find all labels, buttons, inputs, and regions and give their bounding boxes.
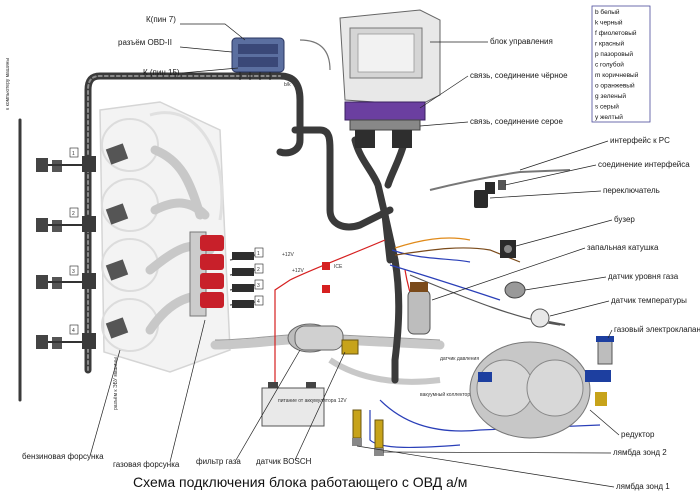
fuse-text-2: +12V: [292, 268, 304, 274]
gas-injector-rail: 1 2 3 4: [189, 231, 264, 317]
diagram-title: Схема подключения блока работающего с ОВ…: [133, 474, 467, 490]
temp-sensor: [530, 308, 566, 328]
interface-cable: [429, 169, 571, 194]
legend-item-2: f фиолетовый: [595, 29, 637, 37]
label-obd-connector: разъём OBD-II: [118, 38, 172, 47]
petrol-injector-connectors: [36, 143, 129, 349]
to-pc-side-label: к компьютеру машины: [5, 58, 11, 110]
legend-item-8: g зеленый: [595, 92, 626, 100]
battery-text: питание от аккумулятора 12V: [278, 398, 347, 404]
gas-level-sensor: [504, 281, 526, 299]
label-conn-gray: связь, соединение серое: [470, 117, 563, 126]
legend-item-1: k черный: [595, 19, 623, 27]
label-lambda2: лямбда зонд 2: [613, 448, 667, 457]
to-engine-ecu-label: разъём к ЭБУ машины: [113, 357, 119, 410]
legend-item-0: b белый: [595, 8, 620, 16]
fuse-text-1: +12V: [282, 252, 294, 258]
control-unit: [339, 9, 441, 148]
rail-tag-4: 4: [257, 299, 260, 305]
label-temp-sensor: датчик температуры: [611, 296, 687, 305]
label-lambda1: лямбда зонд 1: [616, 482, 670, 491]
rail-tag-2: 2: [257, 267, 260, 273]
label-gas-level-sensor: датчик уровня газа: [608, 272, 679, 281]
tag-3: 3: [72, 269, 75, 275]
label-conn-black: связь, соединение чёрное: [470, 71, 568, 80]
battery: питание от аккумулятора 12V: [261, 382, 347, 427]
gas-solenoid-valve: [596, 336, 614, 365]
vacuum-label: вакуумный коллектор: [420, 391, 470, 398]
tag-2: 2: [72, 211, 75, 217]
reducer: [469, 341, 611, 439]
connector-row-3: [36, 259, 129, 289]
legend-item-5: c голубой: [595, 61, 624, 69]
label-buzzer: бузер: [614, 215, 635, 224]
label-gas-solenoid: газовый электроклапан: [614, 325, 700, 334]
gas-filter: [287, 323, 359, 355]
rail-tag-1: 1: [257, 251, 260, 257]
legend-item-6: m коричневый: [595, 71, 639, 79]
lambda-probes: [352, 409, 384, 456]
tag-4: 4: [72, 328, 75, 334]
legend-item-4: p пазоровый: [595, 50, 633, 58]
label-interface-conn: соединение интерфейса: [598, 160, 690, 169]
label-pc-interface: интерфейс к PC: [610, 136, 670, 145]
callouts: К(пин 7) разъём OBD-II К (пин 15) b/k бл…: [22, 15, 700, 491]
switch: [474, 190, 488, 208]
legend-item-7: o оранжевый: [595, 82, 635, 90]
label-switch: переключатель: [603, 186, 660, 195]
label-gas-filter: фильтр газа: [196, 457, 241, 466]
obd-connector: [231, 37, 285, 80]
ignition-coil: [407, 282, 431, 335]
buzzer: [500, 240, 516, 258]
label-k-pin15: К (пин 15): [143, 68, 180, 77]
label-k-pin7: К(пин 7): [146, 15, 176, 24]
legend-item-10: y желтый: [595, 113, 623, 121]
label-control-unit: блок управления: [490, 37, 553, 46]
pressure-label: датчик давления: [440, 356, 479, 362]
label-reducer: редуктор: [621, 430, 655, 439]
legend-item-9: s серый: [595, 103, 619, 111]
rail-tags: 1 2 3 4: [254, 247, 264, 306]
color-legend: b белый k черный f фиолетовый r красный …: [591, 5, 651, 123]
label-wire-bk: b/k: [284, 82, 291, 88]
label-ignition-coil: запальная катушка: [587, 243, 659, 252]
label-petrol-injector: бензиновая форсунка: [22, 452, 104, 461]
connector-number-tags: 1 2 3 4: [69, 147, 79, 335]
fuse-block: +12V +12V ICE: [282, 252, 343, 293]
fuse-label: ICE: [334, 264, 343, 270]
tag-1: 1: [72, 151, 75, 157]
label-gas-injector: газовая форсунка: [113, 460, 180, 469]
rail-tag-3: 3: [257, 283, 260, 289]
pressure-vacuum-sensors: датчик давления вакуумный коллектор: [420, 356, 479, 398]
legend-item-3: r красный: [595, 40, 625, 48]
label-bosch-sensor: датчик BOSCH: [256, 457, 312, 466]
